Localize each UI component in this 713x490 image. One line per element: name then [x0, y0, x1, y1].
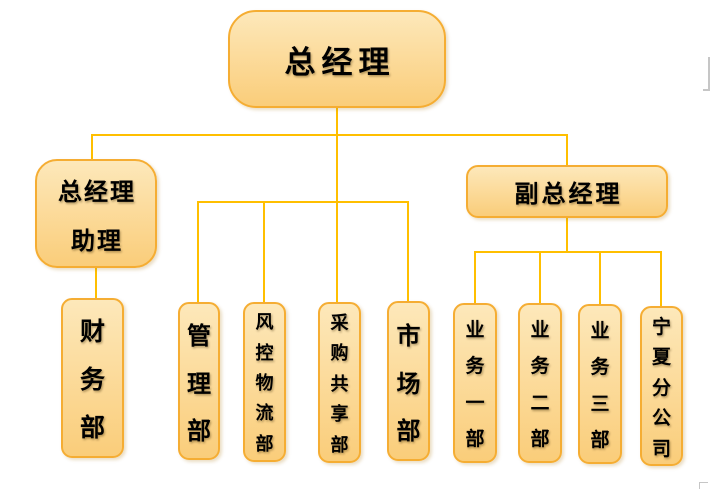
corner-artifact-bottom-right [699, 482, 708, 489]
node-label: 总经理 [284, 44, 396, 81]
node-procurement-sharing-dept[interactable]: 采购共享部 [318, 302, 361, 463]
node-label: 总经理 助理 [56, 172, 136, 256]
connector-mid-horizontal [197, 201, 409, 203]
node-risk-control-logistics-dept[interactable]: 风控物流部 [243, 302, 286, 462]
connector-business2-drop [539, 251, 541, 304]
node-label: 财务部 [79, 317, 105, 442]
node-label: 管理部 [187, 322, 211, 445]
node-label-line1: 总经理 [58, 177, 136, 206]
node-gm-assistant[interactable]: 总经理 助理 [35, 159, 157, 268]
connector-business3-drop [599, 251, 601, 305]
node-label: 副总经理 [514, 180, 623, 208]
connector-ningxia-drop [660, 251, 662, 307]
node-label: 业务二部 [530, 318, 550, 451]
node-label-line2: 助理 [71, 226, 123, 255]
connector-deputy-drop [566, 134, 568, 166]
node-business-dept-2[interactable]: 业务二部 [518, 303, 562, 463]
connector-assistant-finance [95, 268, 97, 299]
connector-business1-drop [474, 251, 476, 304]
node-label: 业务一部 [465, 318, 485, 451]
node-label: 市场部 [396, 321, 421, 446]
node-deputy-gm[interactable]: 副总经理 [466, 165, 668, 218]
node-management-dept[interactable]: 管理部 [178, 302, 220, 460]
connector-marketing-drop [407, 201, 409, 302]
node-label: 采购共享部 [330, 312, 349, 456]
node-finance-dept[interactable]: 财务部 [61, 298, 124, 458]
connector-risk-drop [263, 201, 265, 303]
node-general-manager[interactable]: 总经理 [228, 10, 446, 108]
connector-deputy-trunk [566, 218, 568, 253]
node-label: 业务三部 [590, 319, 610, 452]
connector-right-horizontal [474, 251, 662, 253]
cursor-artifact-right [703, 57, 710, 91]
node-label: 风控物流部 [255, 312, 274, 455]
connector-top-horizontal [92, 134, 568, 136]
connector-assistant-drop [91, 134, 93, 161]
node-marketing-dept[interactable]: 市场部 [387, 301, 430, 461]
connector-gm-trunk [336, 107, 338, 303]
node-business-dept-1[interactable]: 业务一部 [453, 303, 497, 463]
connector-management-drop [197, 201, 199, 303]
node-business-dept-3[interactable]: 业务三部 [578, 304, 622, 464]
node-ningxia-branch[interactable]: 宁夏分公司 [640, 306, 683, 466]
node-label: 宁夏分公司 [651, 315, 671, 460]
